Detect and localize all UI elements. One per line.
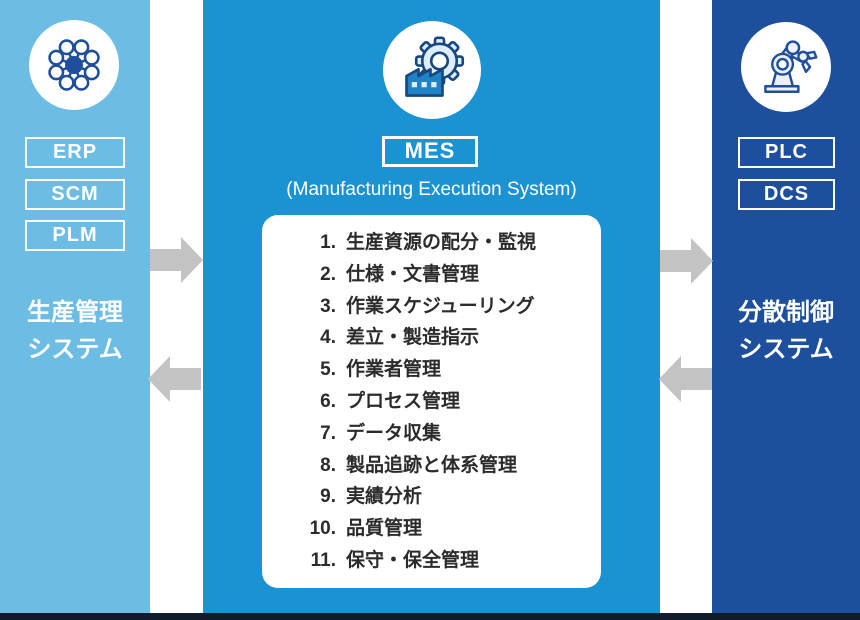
function-number: 11. bbox=[310, 549, 336, 571]
function-number: 6. bbox=[320, 390, 336, 412]
tag-scm: SCM bbox=[25, 179, 125, 210]
function-item: 5. 作業者管理 bbox=[262, 354, 601, 386]
function-label: 作業者管理 bbox=[346, 359, 442, 381]
function-number: 7. bbox=[320, 422, 336, 444]
function-number: 10. bbox=[309, 518, 336, 540]
mes-function-list-box: 1. 生産資源の配分・監視 2. 仕様・文書管理 3. 作業スケジューリング 4. 差立… bbox=[262, 215, 601, 588]
left-title-line1: 生産管理 bbox=[27, 299, 123, 326]
function-number: 5. bbox=[320, 359, 336, 381]
function-label: 作業スケジューリング bbox=[346, 295, 535, 317]
left-column-title: 生産管理 システム bbox=[0, 294, 150, 368]
production-management-column: ERP SCM PLM 生産管理 システム bbox=[0, 0, 150, 613]
arrow-right-icon bbox=[660, 238, 713, 284]
function-item: 7. データ収集 bbox=[262, 418, 601, 450]
function-item: 10. 品質管理 bbox=[262, 513, 601, 545]
mes-subtitle: (Manufacturing Execution System) bbox=[286, 179, 577, 200]
function-label: 保守・保全管理 bbox=[346, 549, 480, 571]
gear-factory-icon bbox=[383, 21, 481, 119]
function-label: 仕様・文書管理 bbox=[346, 263, 480, 285]
robot-arm-icon-svg bbox=[764, 40, 818, 93]
function-item: 2. 仕様・文書管理 bbox=[262, 259, 601, 291]
function-number: 3. bbox=[320, 295, 336, 317]
function-label: 実績分析 bbox=[346, 486, 423, 508]
robot-arm-icon bbox=[741, 22, 831, 112]
network-hub-icon bbox=[29, 20, 119, 110]
arrow-right-icon bbox=[150, 237, 203, 283]
function-label: 生産資源の配分・監視 bbox=[346, 232, 537, 253]
function-item: 9. 実績分析 bbox=[262, 481, 601, 513]
tag-dcs: DCS bbox=[738, 179, 835, 210]
function-number: 4. bbox=[320, 327, 336, 349]
mes-label-box: MES bbox=[382, 136, 478, 167]
function-number: 1. bbox=[320, 232, 336, 253]
right-title-line1: 分散制御 bbox=[738, 299, 834, 326]
gear-factory-icon-svg bbox=[405, 36, 465, 97]
function-label: 品質管理 bbox=[346, 518, 423, 540]
arrow-left-icon bbox=[148, 356, 201, 402]
tag-erp: ERP bbox=[25, 137, 125, 168]
mes-column: MES (Manufacturing Execution System) 1. 生… bbox=[203, 0, 660, 613]
tag-plm: PLM bbox=[25, 220, 125, 251]
function-number: 2. bbox=[320, 263, 336, 285]
right-column-title: 分散制御 システム bbox=[712, 294, 860, 368]
network-hub-icon-svg bbox=[48, 39, 100, 91]
tag-plc: PLC bbox=[738, 137, 835, 168]
bottom-accent-bar bbox=[0, 613, 860, 620]
function-label: 差立・製造指示 bbox=[346, 327, 480, 349]
function-label: 製品追跡と体系管理 bbox=[346, 454, 518, 476]
right-title-line2: システム bbox=[738, 336, 834, 363]
function-label: データ収集 bbox=[346, 422, 442, 444]
function-item: 3. 作業スケジューリング bbox=[262, 291, 601, 323]
function-item: 4. 差立・製造指示 bbox=[262, 322, 601, 354]
mes-function-list: 1. 生産資源の配分・監視 2. 仕様・文書管理 3. 作業スケジューリング 4. 差立… bbox=[262, 227, 601, 577]
function-label: プロセス管理 bbox=[346, 390, 461, 412]
function-item: 11. 保守・保全管理 bbox=[262, 545, 601, 577]
arrow-left-icon bbox=[659, 356, 712, 402]
distributed-control-column: PLC DCS 分散制御 システム bbox=[712, 0, 860, 613]
function-item: 6. プロセス管理 bbox=[262, 386, 601, 418]
function-item: 1. 生産資源の配分・監視 bbox=[262, 227, 601, 259]
function-number: 8. bbox=[320, 454, 336, 476]
function-item: 8. 製品追跡と体系管理 bbox=[262, 450, 601, 482]
left-title-line2: システム bbox=[27, 336, 123, 363]
function-number: 9. bbox=[320, 486, 336, 508]
